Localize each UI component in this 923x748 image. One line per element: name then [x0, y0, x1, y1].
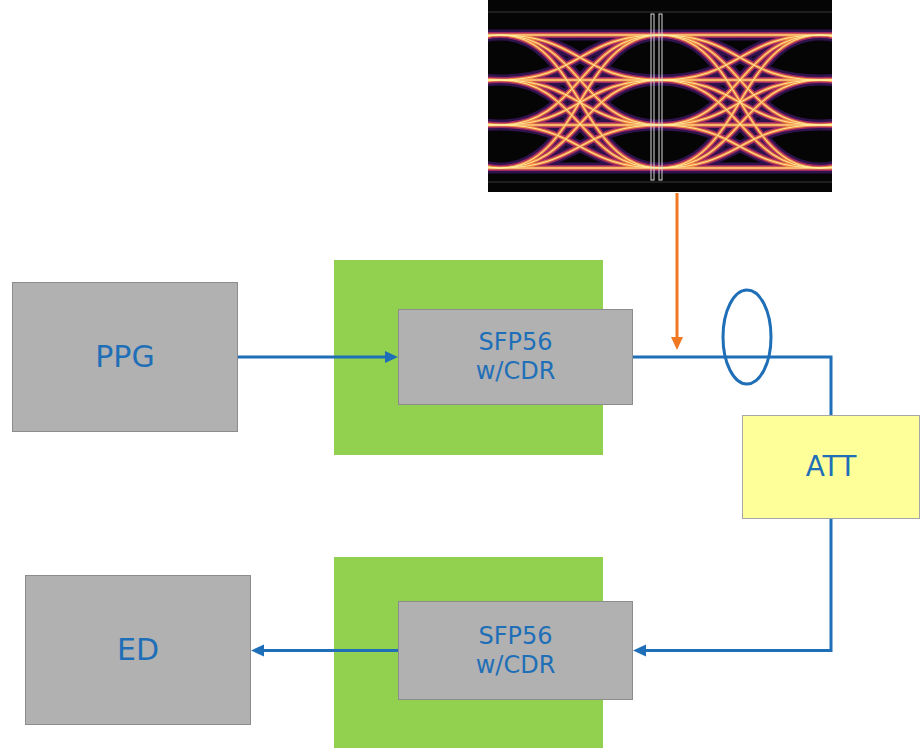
- scope-marker: [659, 14, 662, 180]
- transceiver-module: SFP56 w/CDR: [398, 601, 633, 700]
- connector-line: [238, 356, 385, 359]
- instrument-box: PPG: [12, 282, 238, 432]
- transceiver-module: SFP56 w/CDR: [398, 309, 633, 405]
- arrowhead: [251, 645, 264, 657]
- fiber-loop: [723, 290, 771, 384]
- node-label: SFP56 w/CDR: [460, 622, 572, 680]
- node-label: ATT: [806, 450, 857, 484]
- instrument-box: ED: [25, 575, 251, 725]
- eye-trace: [488, 35, 832, 168]
- arrowhead: [633, 645, 646, 657]
- attenuator-box: ATT: [742, 415, 920, 519]
- evaluation-board: SFP56 w/CDR: [334, 557, 603, 748]
- eye-trace: [488, 35, 832, 168]
- connector-line: [264, 649, 398, 652]
- node-label: ED: [117, 632, 159, 668]
- node-label: PPG: [95, 339, 154, 375]
- scope-marker: [651, 14, 654, 180]
- eye-trace: [488, 35, 832, 168]
- eye-diagram: [488, 12, 832, 182]
- leader-arrowhead: [671, 337, 683, 350]
- node-label: SFP56 w/CDR: [460, 328, 572, 386]
- connector-line: [633, 357, 831, 415]
- connector-line: [646, 519, 831, 651]
- scope-grid: [488, 182, 832, 183]
- signal-connector: [633, 519, 831, 657]
- signal-connector: [633, 357, 831, 415]
- leader-line: [676, 193, 679, 338]
- scope-grid: [488, 12, 832, 13]
- eye-trace: [488, 35, 832, 168]
